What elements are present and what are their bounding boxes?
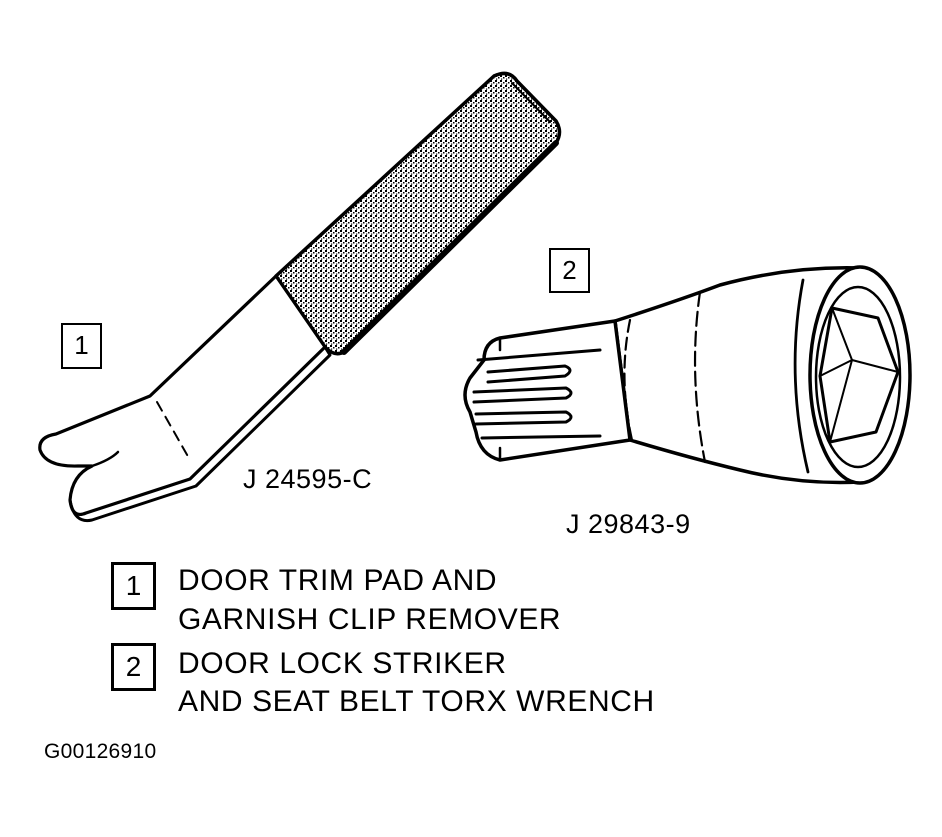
clip-remover-tool-icon	[38, 71, 562, 523]
legend-number-2: 2	[111, 643, 156, 691]
legend-item-2-line-2: AND SEAT BELT TORX WRENCH	[178, 685, 655, 718]
tool2-callout-box: 2	[549, 248, 590, 293]
legend-item-2-line-1: DOOR LOCK STRIKER	[178, 647, 507, 680]
tool1-callout-box: 1	[61, 323, 102, 369]
torx-socket-tool-icon	[463, 265, 912, 485]
legend-item-1-line-2: GARNISH CLIP REMOVER	[178, 603, 562, 636]
tool2-part-number: J 29843-9	[566, 509, 691, 539]
tool1-part-number: J 24595-C	[243, 464, 373, 494]
legend-number-1: 1	[111, 562, 156, 610]
figure-id: G00126910	[44, 740, 157, 763]
legend-item-1-line-1: DOOR TRIM PAD AND	[178, 564, 498, 597]
